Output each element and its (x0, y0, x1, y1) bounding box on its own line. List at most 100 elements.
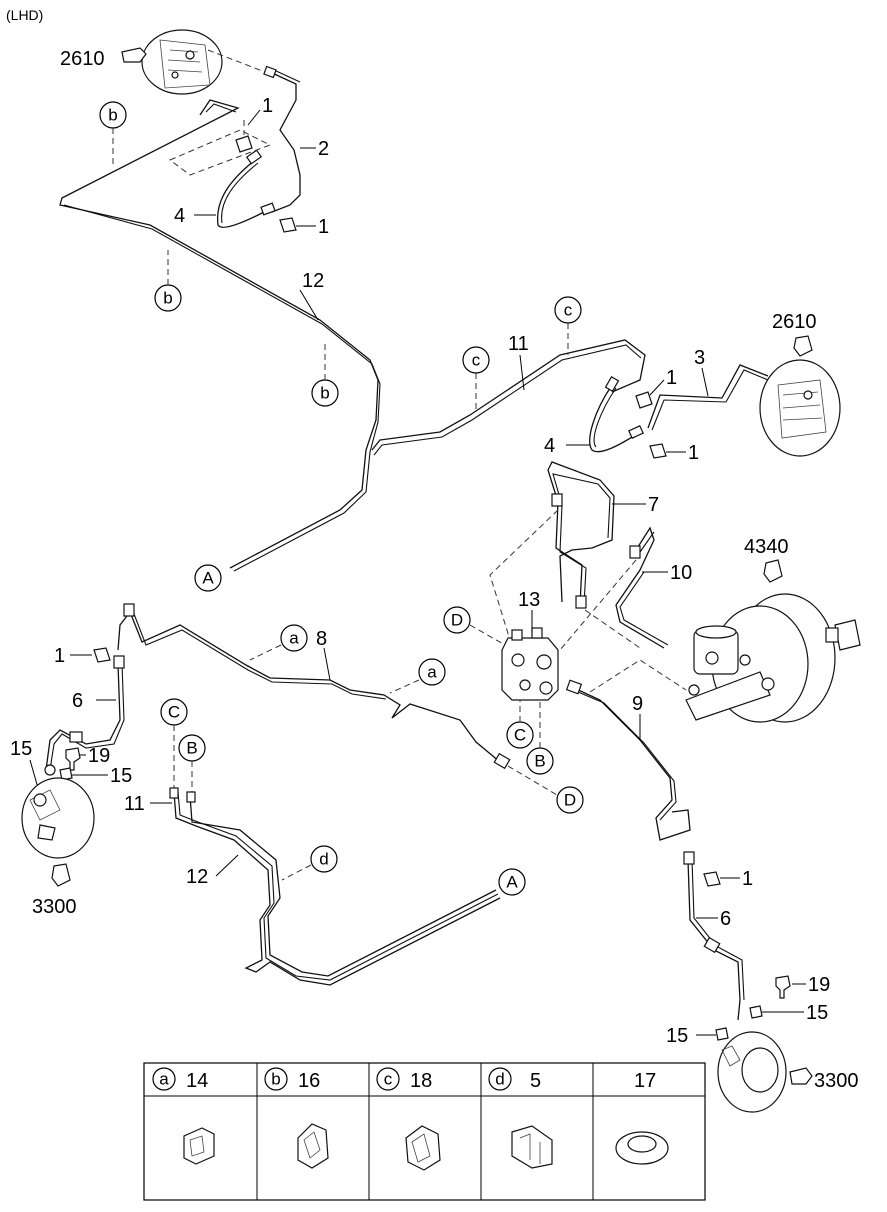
legend-col-grommet: 17 (615, 1070, 669, 1165)
svg-text:d: d (319, 850, 328, 869)
bolt-19-right (775, 975, 791, 999)
svg-text:a: a (427, 663, 437, 682)
ref-circle-d-1: d (310, 845, 338, 873)
ref-circle-C-2: C (160, 698, 188, 726)
svg-text:c: c (564, 301, 573, 320)
clip-1-lower-right (703, 871, 721, 887)
washer-15-left-right (59, 767, 73, 781)
variant-label: (LHD) (6, 7, 43, 23)
svg-text:16: 16 (298, 1070, 320, 1092)
brake-pipe-11-top (371, 339, 646, 451)
part-label-10: 10 (670, 562, 692, 584)
part-label-11-top: 11 (508, 333, 529, 355)
ref-circle-A-2: A (498, 868, 526, 896)
brake-hose-6-left (45, 663, 121, 771)
part-label-6-right: 6 (720, 908, 731, 930)
svg-text:c: c (384, 1070, 393, 1089)
clip-14-icon (183, 1127, 215, 1165)
part-label-15-left-upper: 15 (10, 738, 32, 760)
legend-col-c: c 18 (376, 1067, 441, 1171)
washer-15-right-upper (749, 1005, 763, 1019)
proportioning-valve-13 (501, 627, 559, 701)
legend-col-b: b 16 (264, 1067, 329, 1169)
part-label-13: 13 (518, 589, 540, 611)
ref-circle-B-1: B (526, 747, 554, 775)
part-label-1-right-upper: 1 (666, 367, 677, 389)
ref-circle-B-2: B (178, 734, 206, 762)
svg-text:A: A (202, 569, 214, 588)
part-label-19-right: 19 (808, 974, 830, 996)
part-label-2610-right: 2610 (772, 311, 817, 333)
part-label-6-left: 6 (72, 690, 83, 712)
part-label-3300-left: 3300 (32, 896, 77, 918)
svg-text:b: b (271, 1070, 280, 1089)
brake-pipe-10 (615, 526, 665, 649)
brake-pipe-9 (573, 687, 691, 841)
svg-text:C: C (168, 703, 180, 722)
part-label-11-lower: 11 (124, 793, 145, 815)
front-brake-disc-left (21, 764, 95, 859)
washer-15-right-lower (715, 1027, 729, 1041)
rear-brake-backing-plate-left (141, 29, 223, 95)
ref-circle-C-1: C (506, 721, 534, 749)
svg-text:a: a (289, 629, 299, 648)
clip-1-left (93, 647, 111, 663)
svg-text:b: b (108, 106, 117, 125)
part-label-9: 9 (632, 693, 643, 715)
clip-5-icon (511, 1125, 553, 1169)
brake-pipe-7 (547, 461, 615, 606)
part-label-1-left: 1 (54, 645, 65, 667)
brake-pipe-11-lower (173, 791, 501, 986)
brake-pipe-3 (647, 364, 769, 429)
svg-text:17: 17 (634, 1070, 656, 1092)
part-label-1-right-lower: 1 (688, 442, 699, 464)
part-label-12-lower: 12 (186, 866, 208, 888)
pointer-hand-icon (121, 47, 147, 63)
clip-1-right-lower (649, 443, 667, 459)
svg-text:D: D (451, 611, 463, 630)
part-label-19-left: 19 (88, 745, 110, 767)
ref-circle-a-1: a (280, 624, 308, 652)
ref-circle-D-2: D (556, 786, 584, 814)
part-label-1-top-upper: 1 (262, 95, 273, 117)
svg-text:C: C (514, 726, 526, 745)
part-label-1-top-lower: 1 (318, 216, 329, 238)
ref-circle-A-1: A (194, 564, 222, 592)
svg-text:d: d (495, 1070, 504, 1089)
brake-pipe-8 (117, 611, 501, 763)
part-label-4-top: 4 (174, 205, 185, 227)
pointer-hand-icon-right-disc (789, 1067, 813, 1085)
pointer-hand-icon-booster (763, 559, 783, 583)
ref-circle-c-1: c (462, 346, 490, 374)
ref-circle-c-2: c (554, 296, 582, 324)
brake-pipe-12-lower (189, 795, 497, 977)
part-label-1-lower-right: 1 (742, 868, 753, 890)
svg-text:5: 5 (530, 1070, 541, 1092)
part-label-15-right-lower: 15 (666, 1025, 688, 1047)
svg-text:b: b (163, 289, 172, 308)
legend-col-d: d 5 (488, 1067, 553, 1169)
clip-16-icon (297, 1123, 329, 1169)
rear-brake-backing-plate-right (759, 359, 841, 457)
svg-text:D: D (564, 791, 576, 810)
brake-hose-4-right (589, 384, 641, 453)
ref-circle-b-1: b (99, 101, 127, 129)
ref-circle-a-2: a (418, 658, 446, 686)
part-label-7: 7 (648, 494, 659, 516)
part-label-2610-top: 2610 (60, 48, 105, 70)
svg-text:b: b (320, 384, 329, 403)
part-label-15-left-right: 15 (110, 765, 132, 787)
brake-hose-4-top (216, 159, 269, 228)
part-label-8: 8 (316, 628, 327, 650)
svg-text:18: 18 (410, 1070, 432, 1092)
legend-col-a: a 14 (152, 1067, 215, 1165)
clip-legend-table: a 14 b 16 c 18 d 5 17 (143, 1062, 706, 1201)
pointer-hand-icon-left-disc (51, 863, 71, 887)
svg-text:a: a (159, 1070, 169, 1089)
clip-1-top-upper (235, 135, 253, 153)
bolt-19-left (65, 747, 81, 771)
part-label-3300-right: 3300 (814, 1070, 859, 1092)
part-label-2: 2 (318, 138, 329, 160)
ref-circle-b-3: b (311, 379, 339, 407)
